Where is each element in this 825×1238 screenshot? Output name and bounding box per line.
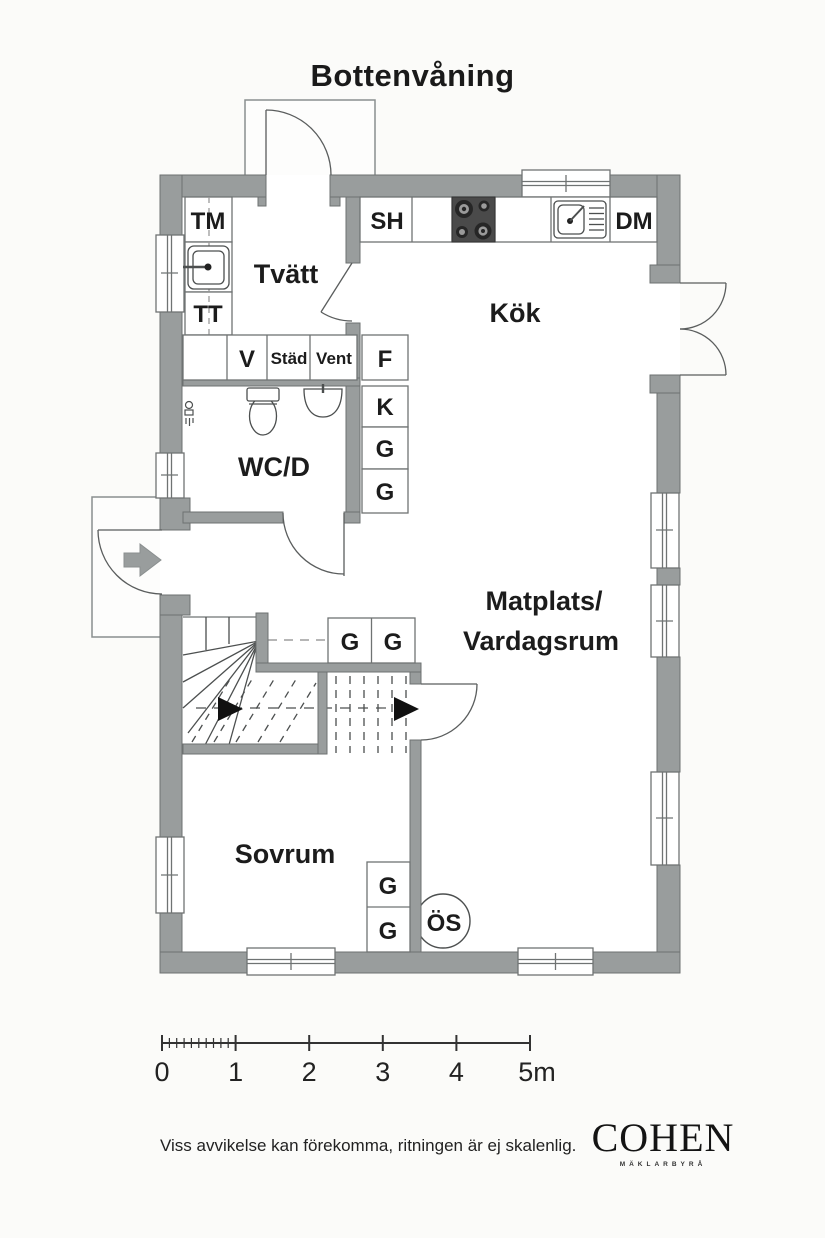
top-porch bbox=[244, 99, 376, 175]
stair-up-arrow-icon bbox=[394, 697, 419, 721]
labels: Tvätt Kök WC/D Matplats/ Vardagsrum Sovr… bbox=[191, 208, 653, 945]
scale-bar bbox=[161, 1035, 531, 1051]
label-dm: DM bbox=[615, 208, 652, 235]
french-door-swing bbox=[679, 282, 727, 376]
washbasin-icon bbox=[303, 384, 343, 418]
label-stad: Städ bbox=[271, 349, 308, 368]
hall-wardrobes bbox=[327, 617, 416, 664]
window bbox=[246, 947, 336, 976]
brand-subtitle: MÄKLARBYRÅ bbox=[619, 1161, 707, 1168]
label-g: G bbox=[384, 629, 403, 656]
label-f: F bbox=[378, 346, 393, 373]
door-swing bbox=[320, 262, 353, 322]
scale-tick-label: 4 bbox=[449, 1057, 464, 1087]
page-title: Bottenvåning bbox=[310, 58, 515, 93]
label-sh: SH bbox=[370, 208, 403, 235]
stair-up-arrow-icon bbox=[218, 697, 243, 721]
floor-plan: Tvätt Kök WC/D Matplats/ Vardagsrum Sovr… bbox=[91, 99, 727, 1087]
room-label-sovrum: Sovrum bbox=[235, 839, 336, 869]
room-label-wcd: WC/D bbox=[238, 452, 310, 482]
window bbox=[517, 947, 594, 976]
window bbox=[155, 452, 185, 499]
scale-tick-label: 1 bbox=[228, 1057, 243, 1087]
walls bbox=[159, 174, 681, 974]
label-g: G bbox=[379, 918, 398, 945]
label-os: ÖS bbox=[427, 910, 462, 937]
label-g: G bbox=[376, 436, 395, 463]
room-label-living-2: Vardagsrum bbox=[463, 626, 619, 656]
label-g: G bbox=[379, 873, 398, 900]
room-label-kok: Kök bbox=[489, 298, 541, 328]
door-swing bbox=[282, 512, 345, 576]
door-swing bbox=[420, 683, 478, 741]
scale-tick-label: 0 bbox=[154, 1057, 169, 1087]
door-swing bbox=[97, 529, 163, 595]
label-g: G bbox=[376, 479, 395, 506]
bedroom-wardrobes bbox=[366, 861, 411, 953]
laundry-cabinet-row bbox=[182, 334, 358, 381]
label-g: G bbox=[341, 629, 360, 656]
door-swing bbox=[265, 109, 332, 176]
disclaimer-text: Viss avvikelse kan förekomma, ritningen … bbox=[160, 1136, 577, 1155]
room-label-tvatt: Tvätt bbox=[254, 259, 319, 289]
window bbox=[155, 234, 185, 313]
scale-labels: 0 1 2 3 4 5m bbox=[154, 1057, 555, 1087]
stove-icon bbox=[451, 196, 496, 243]
doors bbox=[97, 109, 727, 741]
label-tm: TM bbox=[191, 208, 226, 235]
tall-cabinet-column bbox=[361, 334, 409, 514]
label-k: K bbox=[376, 394, 394, 421]
window bbox=[650, 584, 680, 658]
label-v: V bbox=[239, 346, 255, 373]
kitchen-counter bbox=[359, 196, 658, 243]
entrance-arrow-icon bbox=[123, 542, 162, 578]
windows bbox=[155, 169, 680, 976]
label-vent: Vent bbox=[316, 349, 352, 368]
window bbox=[155, 836, 185, 914]
window bbox=[650, 492, 680, 569]
scale-tick-label: 5m bbox=[518, 1057, 556, 1087]
laundry-sink-icon bbox=[183, 245, 230, 290]
window bbox=[521, 169, 611, 198]
kitchen-sink-icon bbox=[553, 200, 607, 239]
scale-tick-label: 3 bbox=[375, 1057, 390, 1087]
brand-logo: COHEN MÄKLARBYRÅ bbox=[583, 1115, 743, 1169]
room-label-living-1: Matplats/ bbox=[485, 586, 603, 616]
brand-name: COHEN bbox=[591, 1115, 735, 1160]
toilet-icon bbox=[246, 387, 280, 436]
stairs bbox=[182, 616, 419, 753]
window bbox=[650, 771, 680, 866]
shower-icon bbox=[184, 400, 194, 426]
label-tt: TT bbox=[193, 301, 223, 328]
scale-tick-label: 2 bbox=[302, 1057, 317, 1087]
